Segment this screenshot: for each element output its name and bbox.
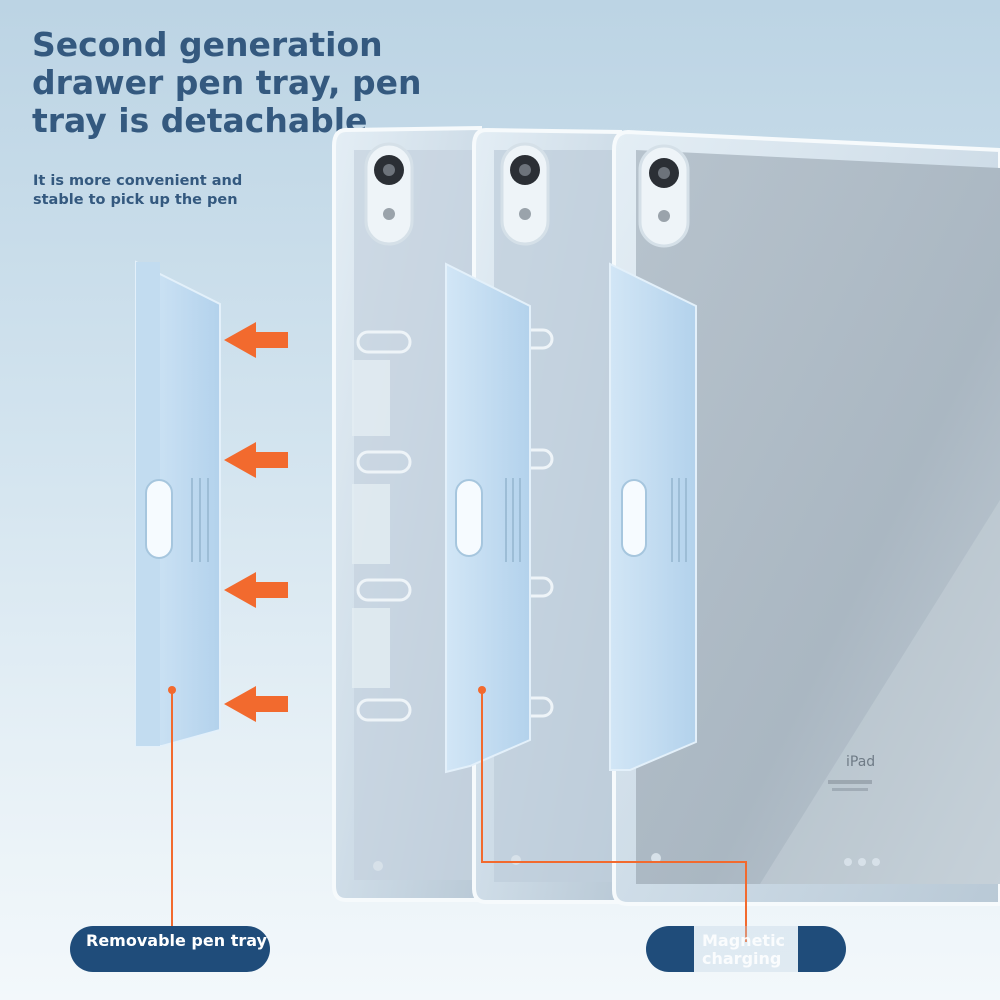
camera-icon	[500, 142, 550, 246]
case-on-ipad: iPad	[612, 129, 1000, 906]
arrow-left-icon	[224, 322, 288, 358]
leader-line-right	[481, 690, 747, 942]
camera-icon	[364, 142, 414, 246]
subtext: It is more convenient and stable to pick…	[33, 173, 243, 208]
arrow-left-icon	[224, 572, 288, 608]
ipad-label: iPad	[846, 754, 875, 770]
arrow-left-icon	[224, 686, 288, 722]
callout-magnetic-charging: Magnetic charging	[646, 926, 846, 972]
callout-removable-pen-tray: Removable pen tray	[70, 926, 270, 972]
pen-tray-detached	[135, 260, 221, 747]
headline: Second generation drawer pen tray, pen t…	[32, 25, 422, 140]
pen-tray-inserted	[445, 262, 531, 774]
camera-icon	[638, 144, 690, 248]
pen-tray-front	[609, 262, 697, 771]
arrow-left-icon	[224, 442, 288, 478]
